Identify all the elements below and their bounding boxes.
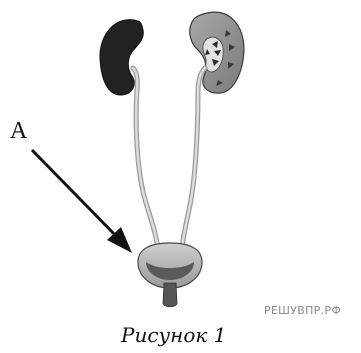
label-a: A [10, 118, 28, 144]
watermark: РЕШУВПР.РФ [264, 304, 341, 317]
left-ureter [133, 68, 158, 248]
figure-caption: Рисунок 1 [120, 323, 226, 347]
arrow [32, 150, 132, 253]
bladder [138, 243, 202, 288]
urethra [163, 283, 177, 307]
right-ureter [182, 68, 205, 248]
